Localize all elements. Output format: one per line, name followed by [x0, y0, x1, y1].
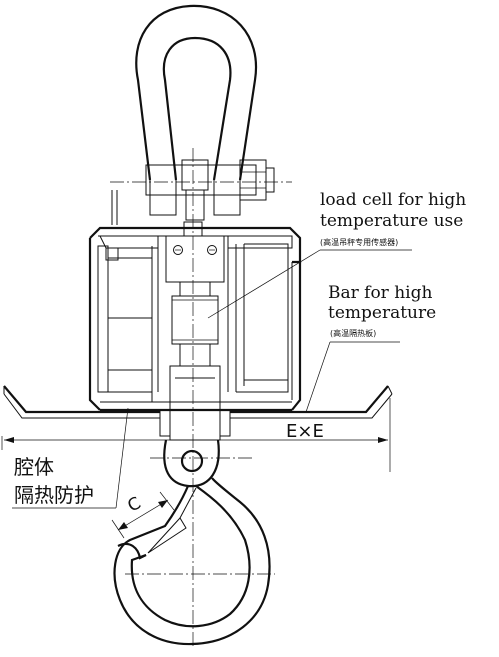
clearance-label: C	[124, 493, 144, 516]
label-bar: Bar for high temperature (高温隔热板)	[328, 283, 436, 338]
heat-shield-plate	[3, 385, 393, 437]
bar-label-cn: (高温隔热板)	[330, 328, 376, 338]
load-cell-label-line1: load cell for high	[320, 190, 466, 210]
leader-lines	[12, 249, 412, 509]
top-shackle	[135, 4, 275, 221]
lifting-hook	[113, 439, 271, 646]
load-cell-label-line2: temperature use	[320, 211, 463, 231]
cavity-label-line2: 隔热防护	[14, 483, 94, 507]
dimension-ExE: E×E	[1, 398, 391, 472]
bar-label-line1: Bar for high	[328, 283, 432, 303]
load-cell	[165, 221, 225, 441]
dimension-label: E×E	[286, 421, 324, 442]
label-load-cell: load cell for high temperature use (高温吊秤…	[320, 190, 466, 247]
left-rod	[111, 190, 118, 225]
housing-body	[88, 226, 302, 412]
label-cavity: 腔体 隔热防护	[14, 455, 94, 507]
cavity-label-line1: 腔体	[14, 455, 54, 479]
dimension-C: C	[111, 491, 175, 539]
bar-label-line2: temperature	[328, 303, 436, 323]
load-cell-label-cn: (高温吊秤专用传感器)	[320, 237, 398, 247]
